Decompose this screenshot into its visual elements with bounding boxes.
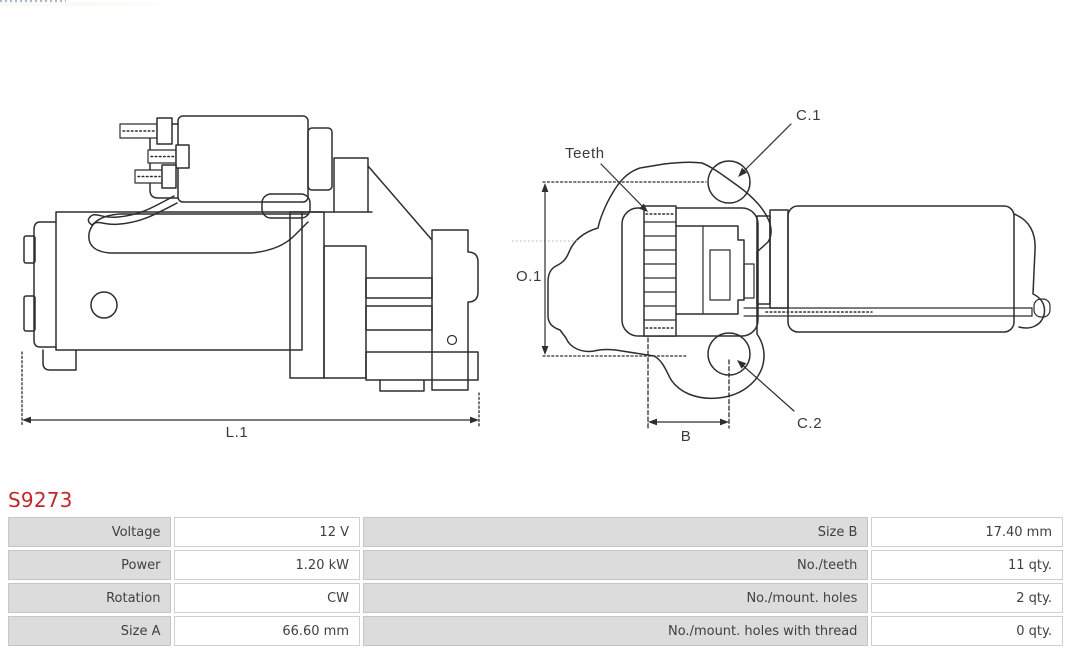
spec-value: 12 V bbox=[174, 517, 360, 547]
spec-value: 1.20 kW bbox=[174, 550, 360, 580]
spec-label: Size A bbox=[8, 616, 172, 646]
label-l1: L.1 bbox=[226, 424, 249, 441]
starter-side-view: L.1 bbox=[21, 115, 480, 441]
spec-value: 11 qty. bbox=[871, 550, 1063, 580]
part-number: S9273 bbox=[8, 488, 73, 512]
mounting-flange bbox=[547, 161, 772, 400]
spec-label: No./teeth bbox=[363, 550, 869, 580]
dim-o1: O.1 bbox=[516, 181, 707, 357]
spec-label: Power bbox=[8, 550, 172, 580]
spec-value: 2 qty. bbox=[871, 583, 1063, 613]
top-edge-dashed-artifact bbox=[0, 0, 66, 2]
dim-l1: L.1 bbox=[21, 351, 480, 441]
technical-drawing: L.1 bbox=[21, 107, 1051, 445]
pinion-gear bbox=[643, 205, 677, 337]
table-row: Voltage 12 V Size B 17.40 mm bbox=[8, 517, 1063, 547]
dim-b: B bbox=[647, 337, 730, 445]
spec-value: 66.60 mm bbox=[174, 616, 360, 646]
table-row: Rotation CW No./mount. holes 2 qty. bbox=[8, 583, 1063, 613]
leader-c2: C.2 bbox=[737, 360, 822, 432]
leader-teeth: Teeth bbox=[565, 145, 648, 212]
spec-value: 0 qty. bbox=[871, 616, 1063, 646]
spec-label: No./mount. holes bbox=[363, 583, 869, 613]
spec-label: Rotation bbox=[8, 583, 172, 613]
label-b: B bbox=[681, 428, 692, 445]
spec-value: 17.40 mm bbox=[871, 517, 1063, 547]
spec-label: Voltage bbox=[8, 517, 172, 547]
spec-label: Size B bbox=[363, 517, 869, 547]
top-edge-faint-artifact bbox=[0, 2, 190, 6]
label-c2: C.2 bbox=[797, 415, 822, 432]
spec-table: Voltage 12 V Size B 17.40 mm Power 1.20 … bbox=[5, 514, 1066, 649]
starter-front-view: O.1 B Teeth C.1 bbox=[512, 107, 1051, 445]
mounting-hole-c1 bbox=[707, 160, 751, 204]
motor-body bbox=[743, 205, 1051, 333]
drive-clutch bbox=[675, 225, 755, 315]
label-teeth: Teeth bbox=[565, 145, 605, 162]
terminal-studs bbox=[119, 117, 190, 189]
drive-end-housing bbox=[289, 157, 479, 392]
leader-c1: C.1 bbox=[738, 107, 821, 177]
solenoid-cable bbox=[87, 195, 178, 226]
table-row: Size A 66.60 mm No./mount. holes with th… bbox=[8, 616, 1063, 646]
table-row: Power 1.20 kW No./teeth 11 qty. bbox=[8, 550, 1063, 580]
spec-label: No./mount. holes with thread bbox=[363, 616, 869, 646]
label-o1: O.1 bbox=[516, 268, 542, 285]
body-hole bbox=[90, 291, 118, 319]
spec-value: CW bbox=[174, 583, 360, 613]
label-c1: C.1 bbox=[796, 107, 821, 124]
